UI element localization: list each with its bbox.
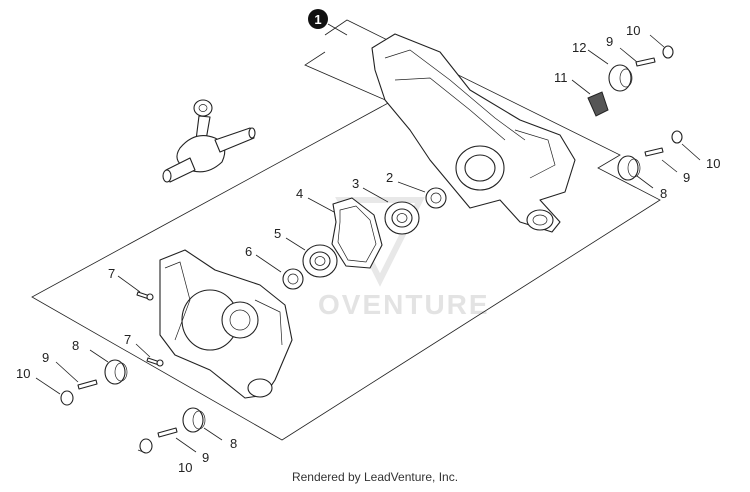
callout-10-left-lower: 10: [178, 460, 192, 475]
seal-right-part: [425, 187, 447, 209]
callout-5: 5: [274, 226, 281, 241]
footer-credit: Rendered by LeadVenture, Inc.: [291, 470, 459, 484]
callout-9-top-right: 9: [606, 34, 613, 49]
gasket-part: [331, 197, 383, 269]
callout-leaders: [35, 34, 701, 454]
bolt-left-lower-part: [157, 427, 178, 438]
vibration-mount-right-part: [617, 155, 641, 181]
washer-top-right-part: [662, 45, 674, 59]
callout-9-left-lower: 9: [202, 450, 209, 465]
bolt-top-right-part: [635, 57, 656, 67]
assembly-boundary: [31, 19, 661, 441]
callout-labels: 2 3 4 5 6 7 7 8 8 8 9 9 9 9 10 10 10 10 …: [16, 23, 720, 475]
callout-7-upper: 7: [108, 266, 115, 281]
bearing-left-part: [302, 244, 338, 278]
crankcase-left-half: [159, 249, 293, 399]
screw-upper-part: [136, 291, 154, 301]
assembly-badge: 1: [308, 9, 348, 36]
callout-10-mid-right: 10: [706, 156, 720, 171]
callout-4: 4: [296, 186, 303, 201]
seal-left-part: [282, 268, 304, 290]
bracket-part: [587, 91, 609, 117]
callout-2: 2: [386, 170, 393, 185]
crankshaft-part: [162, 99, 256, 183]
callout-6: 6: [245, 244, 252, 259]
bolt-left-upper-part: [77, 379, 98, 390]
callout-8-left-lower: 8: [230, 436, 237, 451]
callout-11: 11: [554, 70, 568, 85]
callout-3: 3: [352, 176, 359, 191]
mount-top-part: [608, 64, 633, 92]
callout-12: 12: [572, 40, 586, 55]
vibration-mount-left-upper-part: [104, 359, 128, 385]
vibration-mount-left-lower-part: [182, 407, 206, 433]
callout-10-top-right: 10: [626, 23, 640, 38]
callout-10-left-upper: 10: [16, 366, 30, 381]
callout-7-lower: 7: [124, 332, 131, 347]
bearing-right-part: [384, 201, 420, 235]
screw-lower-part: [146, 357, 164, 367]
washer-mid-right-part: [671, 130, 683, 144]
watermark-text: OVENTURE: [318, 289, 490, 320]
callout-9-mid-right: 9: [683, 170, 690, 185]
bolt-mid-right-part: [644, 147, 664, 157]
crankcase-right-half: [371, 33, 576, 233]
callout-8-left-upper: 8: [72, 338, 79, 353]
washer-left-lower-part: [139, 438, 153, 454]
callout-8-right: 8: [660, 186, 667, 201]
callout-9-left-upper: 9: [42, 350, 49, 365]
washer-left-upper-part: [60, 390, 74, 406]
svg-text:1: 1: [314, 12, 321, 27]
